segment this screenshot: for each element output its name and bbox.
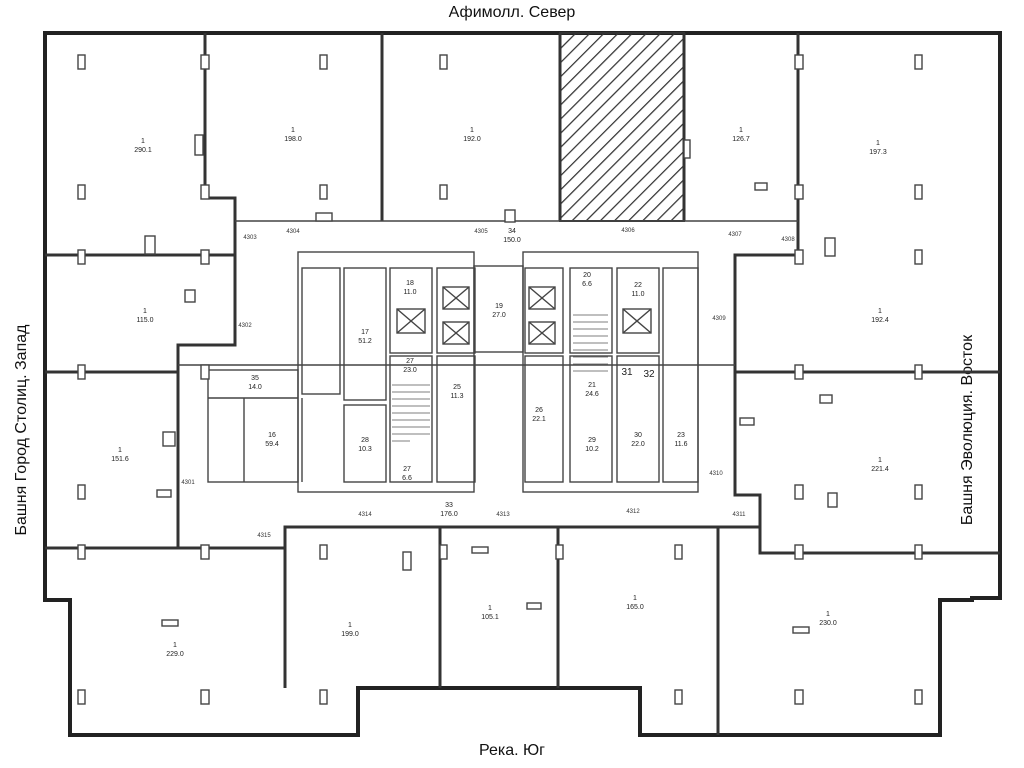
- room-number: 1: [348, 622, 352, 629]
- room-area: 198.0: [284, 136, 302, 143]
- room-area: 192.4: [871, 317, 889, 324]
- room-area: 51.2: [358, 338, 372, 345]
- room-area: 150.0: [503, 237, 521, 244]
- room-number: 1: [876, 140, 880, 147]
- room-number: 27: [403, 466, 411, 473]
- room-number: 35: [251, 375, 259, 382]
- door-number: 4312: [626, 509, 640, 515]
- room-area: 6.6: [582, 281, 592, 288]
- room-number: 1: [878, 308, 882, 315]
- room-area: 10.2: [585, 446, 599, 453]
- room-labels: 1 290.1 1 198.0 1 192.0 1 126.7 1 197.3 34 150…: [111, 127, 889, 658]
- room-area: 24.6: [585, 391, 599, 398]
- door-number: 4309: [712, 316, 726, 322]
- room-area: 126.7: [732, 136, 750, 143]
- room-area: 6.6: [402, 475, 412, 482]
- room-number: 1: [488, 605, 492, 612]
- room-number: 27: [406, 358, 414, 365]
- room-area: 165.0: [626, 604, 644, 611]
- room-area: 11.0: [403, 289, 416, 296]
- room-area: 290.1: [134, 147, 152, 154]
- room-number: 17: [361, 329, 369, 336]
- room-area: 11.3: [450, 393, 463, 400]
- room-area: 22.0: [631, 441, 645, 448]
- room-number: 20: [583, 272, 591, 279]
- room-number: 1: [826, 611, 830, 618]
- door-number: 4306: [621, 228, 635, 234]
- room-area: 27.0: [492, 312, 506, 319]
- room-area: 11.0: [631, 291, 644, 298]
- room-area: 176.0: [440, 511, 458, 518]
- door-number: 4311: [733, 512, 747, 518]
- room-area: 59.4: [265, 441, 279, 448]
- room-number: 32: [643, 369, 655, 380]
- room-number: 1: [173, 642, 177, 649]
- door-labels: 4301 4302 4303 4304 4305 4306 4307 4308 …: [181, 228, 795, 539]
- door-number: 4310: [709, 471, 723, 477]
- room-number: 1: [739, 127, 743, 134]
- door-number: 4305: [474, 229, 488, 235]
- room-number: 28: [361, 437, 369, 444]
- room-area: 10.3: [358, 446, 372, 453]
- room-number: 1: [118, 447, 122, 454]
- room-number: 23: [677, 432, 685, 439]
- room-area: 115.0: [137, 317, 154, 324]
- room-number: 34: [508, 228, 516, 235]
- building-outline: [43, 31, 1002, 737]
- room-number: 1: [470, 127, 474, 134]
- room-area: 105.1: [481, 614, 499, 621]
- south-direction-label: Река. Юг: [478, 742, 545, 759]
- room-number: 18: [406, 280, 414, 287]
- door-number: 4302: [238, 323, 252, 329]
- room-number: 16: [268, 432, 276, 439]
- room-area: 11.6: [674, 441, 687, 448]
- door-number: 4315: [257, 533, 271, 539]
- door-number: 4313: [496, 512, 510, 518]
- door-number: 4308: [781, 237, 795, 243]
- door-number: 4303: [243, 235, 257, 241]
- room-number: 1: [143, 308, 147, 315]
- room-number: 1: [633, 595, 637, 602]
- building-core: [207, 251, 699, 493]
- room-number: 19: [495, 303, 503, 310]
- room-area: 229.0: [166, 651, 184, 658]
- room-number: 21: [588, 382, 596, 389]
- structural-columns: [77, 54, 923, 705]
- north-walls: [45, 33, 1000, 735]
- room-area: 199.0: [341, 631, 359, 638]
- door-number: 4304: [286, 229, 300, 235]
- room-number: 1: [141, 138, 145, 145]
- room-area: 197.3: [869, 149, 887, 156]
- room-number: 31: [621, 367, 633, 378]
- hatched-area: [559, 32, 685, 222]
- room-area: 23.0: [403, 367, 417, 374]
- room-number: 33: [445, 502, 453, 509]
- door-number: 4314: [358, 512, 372, 518]
- room-number: 29: [588, 437, 596, 444]
- room-number: 30: [634, 432, 642, 439]
- room-number: 22: [634, 282, 642, 289]
- room-number: 1: [878, 457, 882, 464]
- room-number: 26: [535, 407, 543, 414]
- room-area: 22.1: [532, 416, 546, 423]
- room-number: 25: [453, 384, 461, 391]
- room-area: 151.6: [111, 456, 129, 463]
- door-number: 4307: [728, 232, 742, 238]
- room-area: 192.0: [463, 136, 481, 143]
- room-area: 14.0: [248, 384, 262, 391]
- door-number: 4301: [181, 480, 195, 486]
- room-number: 1: [291, 127, 295, 134]
- room-area: 221.4: [871, 466, 889, 473]
- room-area: 230.0: [819, 620, 837, 627]
- north-direction-label: Афимолл. Север: [448, 4, 576, 21]
